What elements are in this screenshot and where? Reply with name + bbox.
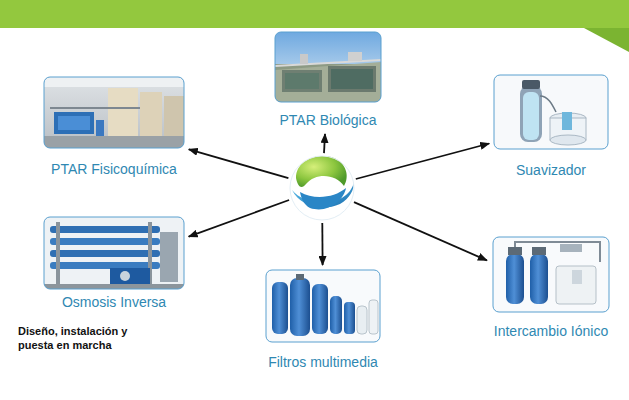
node-label: PTAR Biológica [279,112,376,129]
arrow-connector [354,202,487,260]
service-node: Filtros multimedia [266,270,380,371]
note-text: Diseño, instalación y puesta en marcha [18,324,146,352]
arrow-connector [189,200,289,237]
service-node: Osmosis Inversa [44,217,184,311]
node-label: Suavizador [516,162,586,179]
arrow-connector [321,223,323,265]
service-node: PTAR Biológica [275,32,381,129]
service-node: Suavizador [494,75,608,179]
arrow-connector [324,134,325,153]
arrow-connector [189,149,289,178]
arrow-connector [356,144,489,180]
service-node: PTAR Fisicoquímica [44,77,184,178]
service-node: Intercambio Iónico [492,237,611,340]
node-label: Intercambio Iónico [494,323,608,340]
node-label: PTAR Fisicoquímica [51,161,177,178]
logo-hub [290,156,354,220]
node-label: Osmosis Inversa [62,294,166,311]
node-label: Filtros multimedia [268,354,378,371]
